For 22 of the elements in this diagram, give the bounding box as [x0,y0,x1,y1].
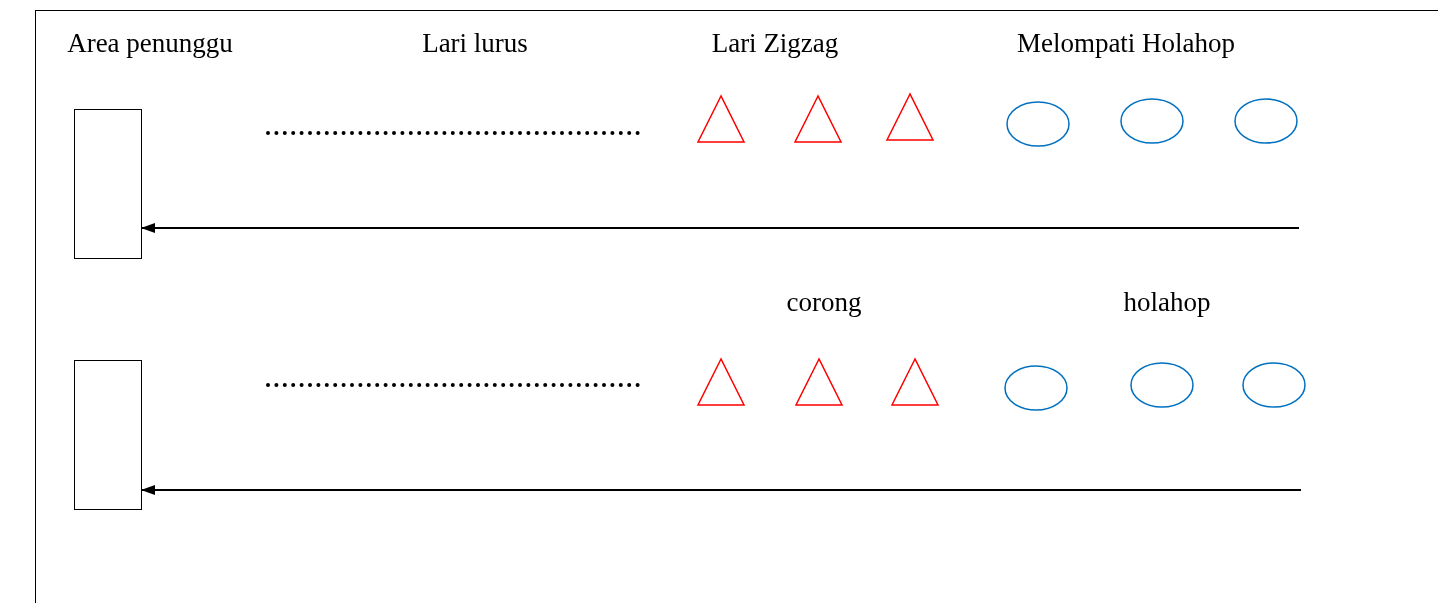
waiting-area-box [74,109,142,259]
cone-triangle [697,95,745,143]
cone-triangle [886,93,934,141]
cone-triangle [794,95,842,143]
area-label: holahop [1123,289,1211,316]
hoop-ellipse [1234,98,1298,144]
area-label: Melompati Holahop [1016,30,1236,57]
hoop-ellipse [1006,101,1070,147]
area-label: Lari lurus [422,30,528,57]
waiting-area-box [74,360,142,510]
cone-triangle [697,358,745,406]
area-label: Area penunggu [67,30,233,57]
cone-triangle [795,358,843,406]
area-label: corong [786,289,862,316]
hoop-ellipse [1120,98,1184,144]
hoop-ellipse [1242,362,1306,408]
arrow [141,223,1300,233]
hoop-ellipse [1130,362,1194,408]
area-label: Lari Zigzag [711,30,839,57]
cone-triangle [891,358,939,406]
arrow [141,485,1302,495]
hoop-ellipse [1004,365,1068,411]
